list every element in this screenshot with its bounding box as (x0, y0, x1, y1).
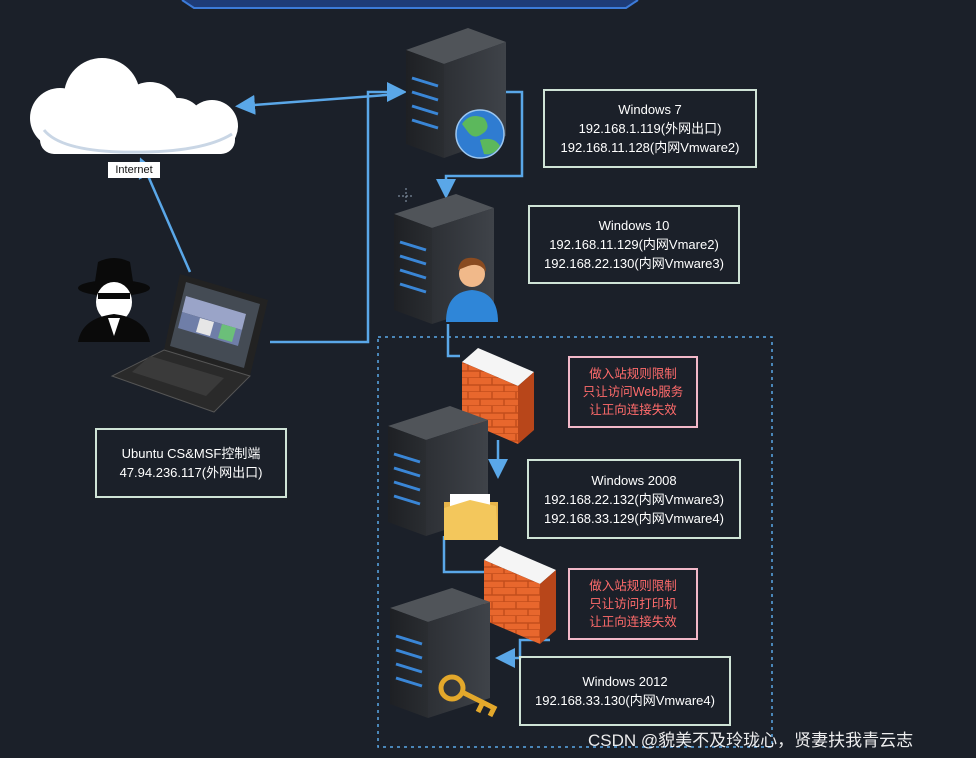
fw2-note-line-3: 让正向连接失效 (589, 615, 677, 629)
win2012-ip: 192.168.33.130(内网Vmware4) (535, 693, 715, 708)
cloud-icon (30, 58, 238, 154)
internal-network-boundary (377, 336, 773, 748)
fw1-note-line-3: 让正向连接失效 (589, 403, 677, 417)
connector-laptop-to-win7 (270, 82, 407, 344)
connector-laptop-to-internet (138, 157, 192, 273)
fw1-note-line-2: 只让访问Web服务 (582, 385, 684, 399)
connector-win7-to-internet (235, 92, 401, 115)
fw2-note-line-1: 做入站规则限制 (589, 579, 677, 593)
fw2-note-line-2: 只让访问打印机 (589, 597, 677, 611)
ubuntu-ip: 47.94.236.117(外网出口) (119, 465, 263, 480)
watermark: CSDN @貌美不及玲珑心，贤妻扶我青云志 (588, 731, 914, 750)
win7-ip-internal: 192.168.11.128(内网Vmware2) (560, 140, 740, 155)
internet-label: Internet (108, 162, 160, 178)
key-icon (438, 674, 498, 718)
win2008-info-box: Windows 2008 192.168.22.132(内网Vmware3) 1… (527, 459, 741, 539)
firewall-2-icon (484, 546, 556, 644)
connector-win10-to-fw1 (446, 324, 460, 358)
win2008-ip-2: 192.168.33.129(内网Vmware4) (544, 510, 724, 526)
win7-info-box: Windows 7 192.168.1.119(外网出口) 192.168.11… (543, 89, 757, 168)
firewall-2-note: 做入站规则限制 只让访问打印机 让正向连接失效 (568, 568, 698, 640)
connector-win2008-to-fw2 (442, 536, 484, 574)
user-icon (446, 257, 498, 322)
win10-ip-1: 192.168.11.129(内网Vmare2) (549, 237, 719, 252)
globe-icon (455, 109, 505, 159)
win2008-title: Windows 2008 (591, 472, 677, 488)
ubuntu-title: Ubuntu CS&MSF控制端 (121, 446, 261, 461)
folder-icon (444, 494, 498, 540)
win10-title: Windows 10 (598, 218, 670, 233)
laptop-icon (110, 274, 268, 413)
win10-ip-2: 192.168.22.130(内网Vmware3) (544, 256, 724, 271)
win7-title: Windows 7 (618, 102, 682, 117)
win2008-ip-1: 192.168.22.132(内网Vmware3) (544, 491, 724, 507)
connector-win7-to-win10 (436, 90, 524, 199)
win2012-info-box: Windows 2012 192.168.33.130(内网Vmware4) (519, 656, 731, 726)
hacker-icon (78, 258, 150, 342)
win10-info-box: Windows 10 192.168.11.129(内网Vmare2) 192.… (528, 205, 740, 284)
win7-ip-external: 192.168.1.119(外网出口) (578, 121, 722, 136)
ubuntu-info-box: Ubuntu CS&MSF控制端 47.94.236.117(外网出口) (95, 428, 287, 498)
win2012-title: Windows 2012 (582, 674, 668, 689)
fw1-note-line-1: 做入站规则限制 (589, 367, 677, 381)
firewall-1-note: 做入站规则限制 只让访问Web服务 让正向连接失效 (568, 356, 698, 428)
crosshair-mark (398, 188, 414, 204)
top-banner-edge (181, 0, 639, 9)
